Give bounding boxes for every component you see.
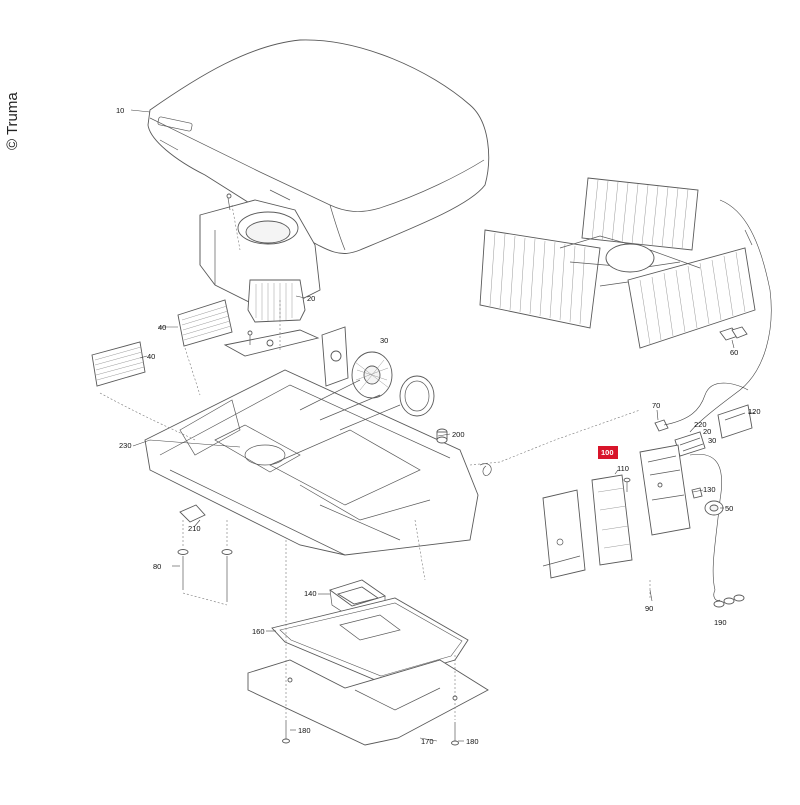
callout-10: 10	[116, 106, 124, 115]
callout-60: 60	[730, 348, 738, 357]
callout-170: 170	[421, 737, 434, 746]
callout-110: 110	[617, 464, 629, 473]
callout-labels: 10 20 30 40 40 50 60 70 80 90 100 110 12…	[116, 106, 761, 746]
part-50	[704, 500, 724, 516]
part-duct-140	[329, 579, 387, 619]
callout-20b: 20	[703, 427, 711, 436]
part-bracket-120	[717, 404, 753, 439]
part-grille-40b	[91, 341, 146, 387]
callout-70: 70	[652, 401, 660, 410]
part-impeller-30	[321, 326, 435, 417]
part-cover-10	[147, 39, 490, 254]
part-70	[654, 382, 749, 432]
callout-50: 50	[725, 504, 733, 513]
callout-80: 80	[153, 562, 161, 571]
callout-160: 160	[252, 627, 265, 636]
part-grille-40a	[177, 299, 233, 347]
callout-30b: 30	[708, 436, 716, 445]
part-190	[713, 589, 745, 608]
callout-190: 190	[714, 618, 727, 627]
part-110	[623, 477, 631, 492]
callout-200: 200	[452, 430, 465, 439]
part-210	[179, 504, 206, 523]
callout-140: 140	[304, 589, 317, 598]
part-board-100	[591, 474, 633, 566]
callout-20: 20	[307, 294, 315, 303]
part-heat-exchanger	[479, 177, 772, 433]
part-plate-170	[247, 659, 489, 746]
callout-230: 230	[119, 441, 132, 450]
part-cover-plate	[542, 489, 586, 579]
part-200	[436, 428, 448, 444]
copyright-text: © Truma	[4, 92, 21, 150]
callout-leaders	[130, 109, 755, 742]
callout-220: 220	[694, 420, 707, 429]
part-fan-housing-20	[199, 193, 321, 323]
callout-40b: 40	[147, 352, 155, 361]
part-screws-80	[177, 520, 233, 606]
part-60	[719, 326, 748, 341]
part-base-tray-230	[144, 369, 479, 556]
part-screws-180	[282, 540, 459, 746]
part-motor-bracket	[223, 329, 320, 357]
callout-130: 130	[703, 485, 716, 494]
callout-120: 120	[748, 407, 761, 416]
callout-100: 100	[601, 448, 614, 457]
callout-180a: 180	[298, 726, 311, 735]
callout-210: 210	[188, 524, 201, 533]
part-housing-90	[639, 444, 722, 591]
callout-180b: 180	[466, 737, 479, 746]
callout-30: 30	[380, 336, 388, 345]
callout-100-highlight	[598, 446, 618, 459]
callout-90: 90	[645, 604, 653, 613]
part-130	[691, 487, 703, 499]
callout-40a: 40	[158, 323, 166, 332]
